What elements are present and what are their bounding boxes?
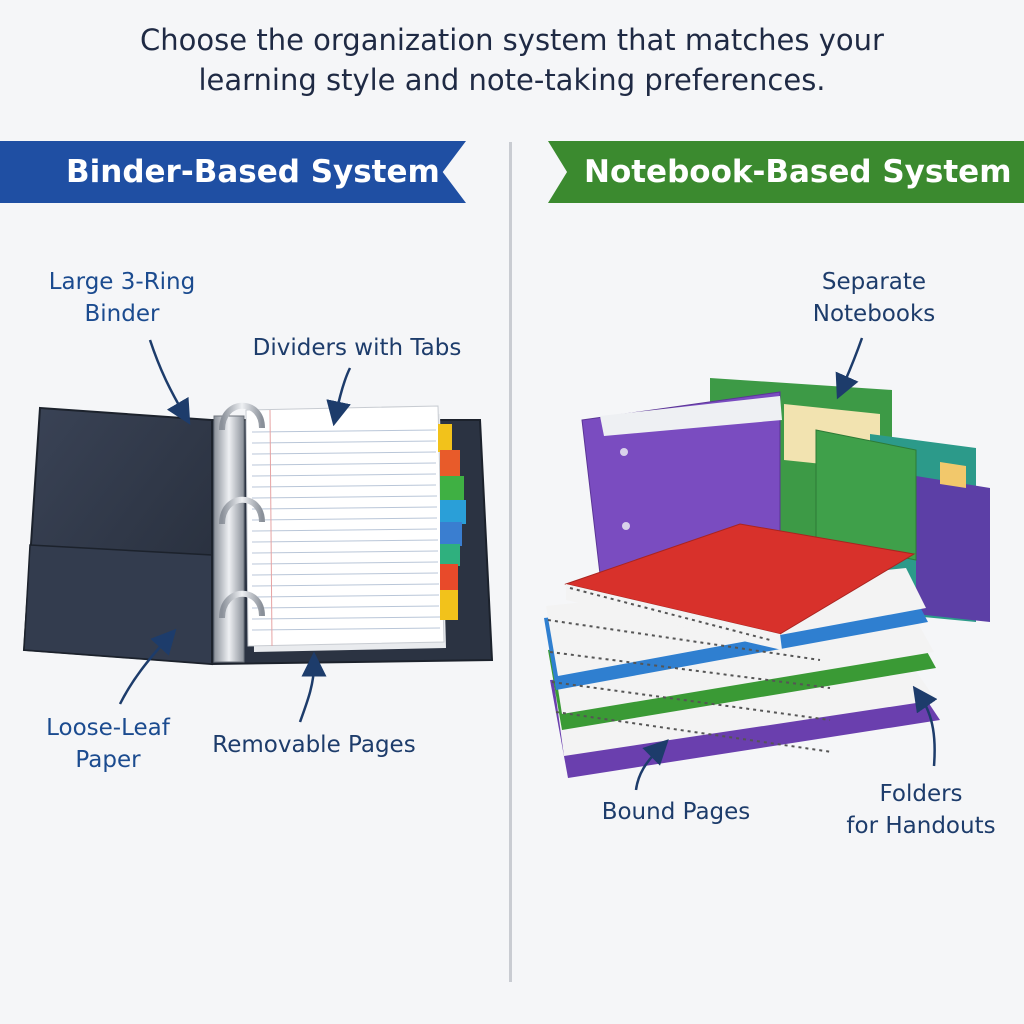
folders-label: Folders for Handouts [840,778,1002,842]
loose-leaf-label: Loose-Leaf Paper [36,712,180,776]
loose-leaf-label-line-2: Paper [75,747,141,773]
intro-line-2: learning style and note-taking preferenc… [198,63,826,97]
arrow-icon [298,651,327,723]
binder-system-banner: Binder-Based System [0,141,466,203]
large-binder-label-line-1: Large 3-Ring [48,269,196,295]
bound-pages-label: Bound Pages [601,799,751,825]
arrow-icon [634,739,669,791]
arrow-icon [118,628,177,705]
arrow-icon [835,337,864,400]
folders-label-line-1: Folders [879,781,963,807]
separate-notebooks-label-line-1: Separate [821,269,927,295]
notebook-system-banner: Notebook-Based System [548,141,1024,203]
center-divider [509,142,512,982]
separate-notebooks-label: Separate Notebooks [804,266,944,330]
folders-label-line-2: for Handouts [846,813,996,839]
removable-pages-label: Removable Pages [212,732,416,758]
binder-illustration [22,402,494,666]
intro-text: Choose the organization system that matc… [0,20,1024,100]
separate-notebooks-label-line-2: Notebooks [812,301,936,327]
dividers-label: Dividers with Tabs [252,335,462,361]
binder-system-title: Binder-Based System [66,154,440,190]
large-binder-label-line-2: Binder [84,301,160,327]
intro-line-1: Choose the organization system that matc… [140,23,884,57]
arrow-icon [148,339,191,425]
arrow-icon [912,685,938,767]
loose-leaf-label-line-1: Loose-Leaf [46,715,170,741]
notebook-illustration [544,378,990,778]
large-binder-label: Large 3-Ring Binder [36,266,208,330]
notebook-system-title: Notebook-Based System [584,154,1012,190]
arrow-icon [326,367,352,427]
